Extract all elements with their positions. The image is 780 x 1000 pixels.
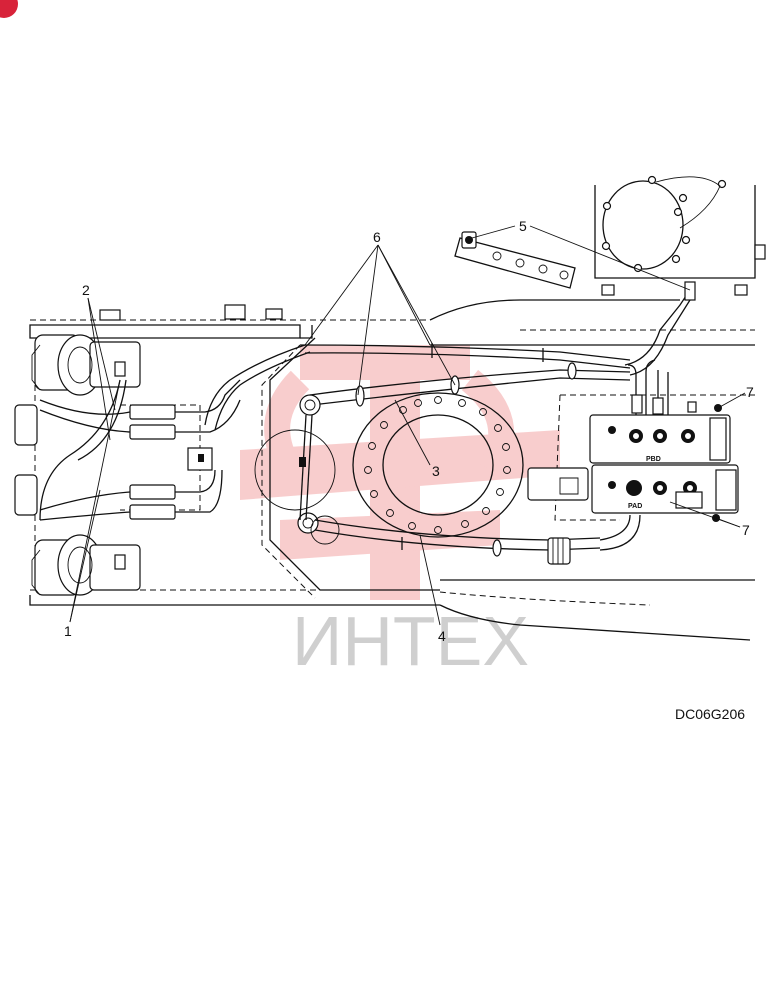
travel-motor-upper [31, 334, 141, 396]
travel-motor-lower [31, 534, 141, 596]
port-label-pad: PAD [628, 503, 642, 510]
bracket-plate [454, 231, 576, 289]
control-valve: PBD PAD [527, 359, 755, 522]
callout-4: 4 [438, 628, 446, 644]
corner-badge [0, 0, 18, 18]
callout-1: 1 [64, 623, 72, 639]
upper-hoses [299, 289, 691, 407]
pump-tank [594, 175, 766, 301]
callout-3: 3 [432, 463, 440, 479]
callout-6: 6 [373, 229, 381, 245]
machine-frame [29, 299, 755, 641]
port-label-pbd: PBD [646, 456, 661, 463]
swing-bearing [352, 392, 524, 538]
drawing-code: DC06G206 [675, 706, 745, 722]
callout-7-upper: 7 [746, 384, 754, 400]
callout-2: 2 [82, 282, 90, 298]
watermark-logo [240, 345, 560, 600]
leader-lines [69, 225, 746, 626]
watermark-text: ИНТЕХ [292, 602, 529, 680]
callout-7-lower: 7 [742, 522, 750, 538]
callout-5: 5 [519, 218, 527, 234]
left-fittings [14, 404, 213, 520]
swivel-loop [254, 394, 340, 545]
lower-hoses [314, 514, 641, 565]
